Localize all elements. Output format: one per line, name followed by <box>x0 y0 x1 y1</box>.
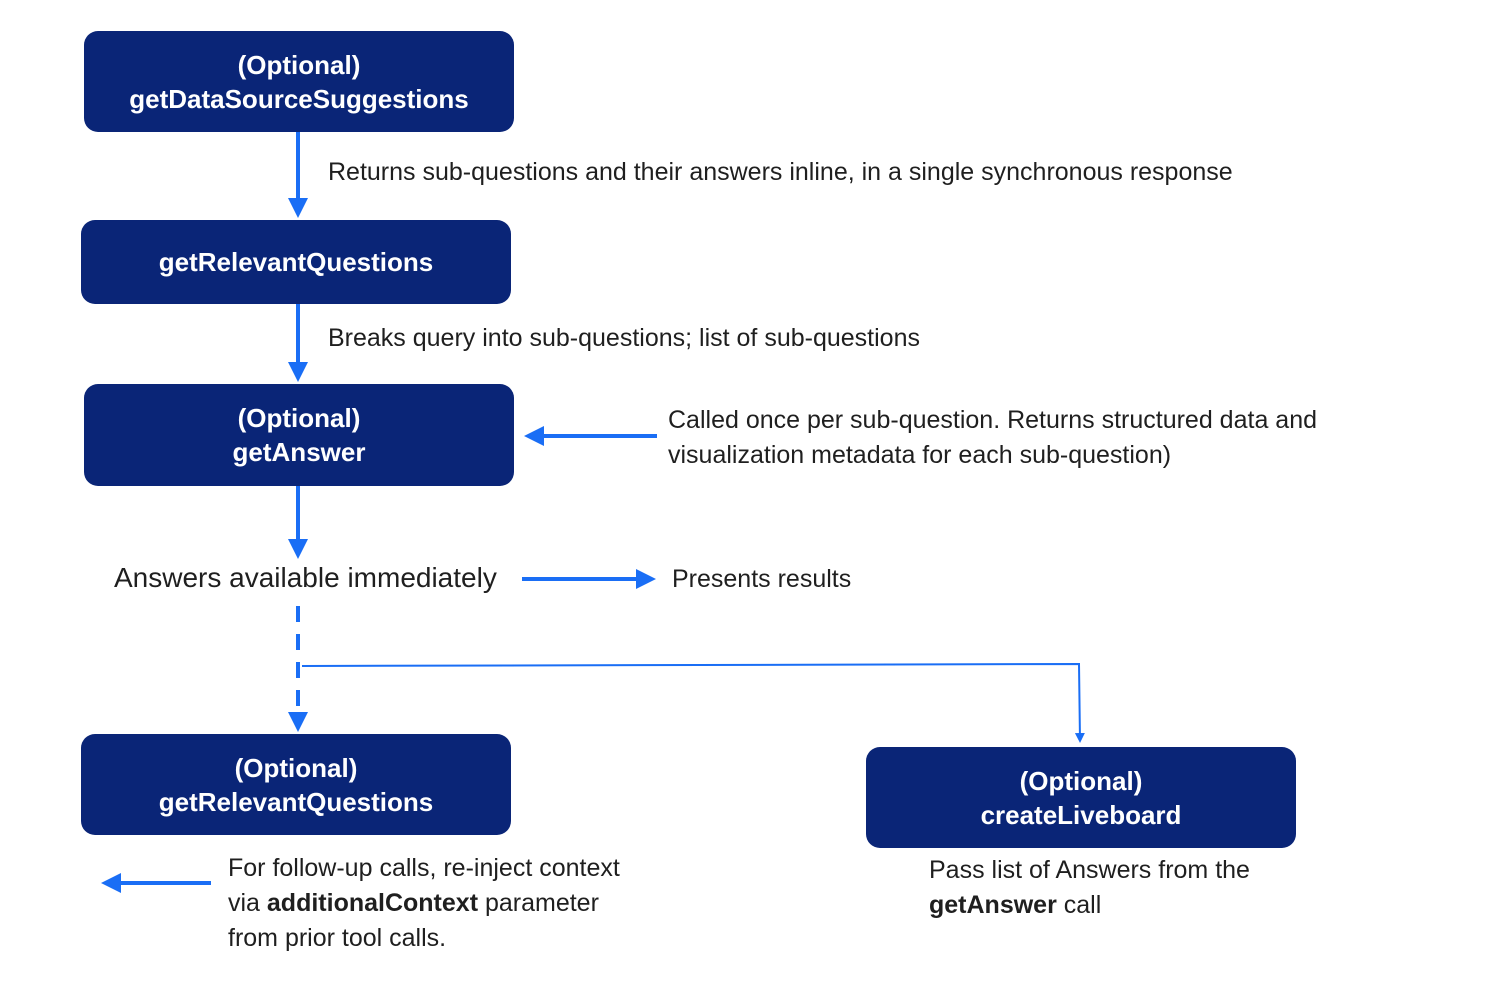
label-returns-inline: Returns sub-questions and their answers … <box>328 158 1233 186</box>
node-get-relevant-questions: getRelevantQuestions <box>81 220 511 304</box>
label-text: parameter <box>478 889 599 917</box>
label-pass-answers: Pass list of Answers from the getAnswer … <box>929 853 1250 923</box>
label-line: getAnswer call <box>929 888 1250 923</box>
label-line: Called once per sub-question. Returns st… <box>668 406 1317 434</box>
node-line-2: createLiveboard <box>980 799 1182 830</box>
label-presents-results: Presents results <box>672 565 852 593</box>
node-line-1: (Optional) <box>237 49 361 80</box>
label-answers-available: Answers available immediately <box>114 562 497 593</box>
node-line-1: (Optional) <box>237 403 361 433</box>
node-line-1: (Optional) <box>234 752 358 783</box>
connector-to-liveboard <box>301 662 1085 743</box>
node-create-liveboard: (Optional) createLiveboard <box>866 747 1296 848</box>
additional-context-param: additionalContext <box>266 889 479 917</box>
node-line-1: getRelevantQuestions <box>158 247 434 277</box>
node-get-answer: (Optional) getAnswer <box>84 384 514 486</box>
label-line: visualization metadata for each sub-ques… <box>668 441 1172 469</box>
label-text: via <box>228 889 267 917</box>
label-line: For follow-up calls, re-inject context <box>228 854 620 882</box>
label-breaks-query: Breaks query into sub-questions; list of… <box>328 324 920 352</box>
get-answer-call: getAnswer <box>929 891 1057 919</box>
node-line-1: (Optional) <box>1019 765 1143 796</box>
node-line-2: getDataSourceSuggestions <box>129 83 469 114</box>
label-text: call <box>1056 891 1102 919</box>
label-line: Pass list of Answers from the <box>929 856 1250 884</box>
node-line-2: getRelevantQuestions <box>158 786 434 817</box>
label-called-once: Called once per sub-question. Returns st… <box>668 403 1317 473</box>
label-followup-context: For follow-up calls, re-inject context v… <box>228 851 620 956</box>
node-get-relevant-questions-followup: (Optional) getRelevantQuestions <box>81 734 511 835</box>
label-line: via additionalContext parameter <box>228 886 620 921</box>
node-line-2: getAnswer <box>232 437 366 467</box>
node-get-data-source-suggestions: (Optional) getDataSourceSuggestions <box>84 31 514 132</box>
label-line: from prior tool calls. <box>228 924 447 952</box>
